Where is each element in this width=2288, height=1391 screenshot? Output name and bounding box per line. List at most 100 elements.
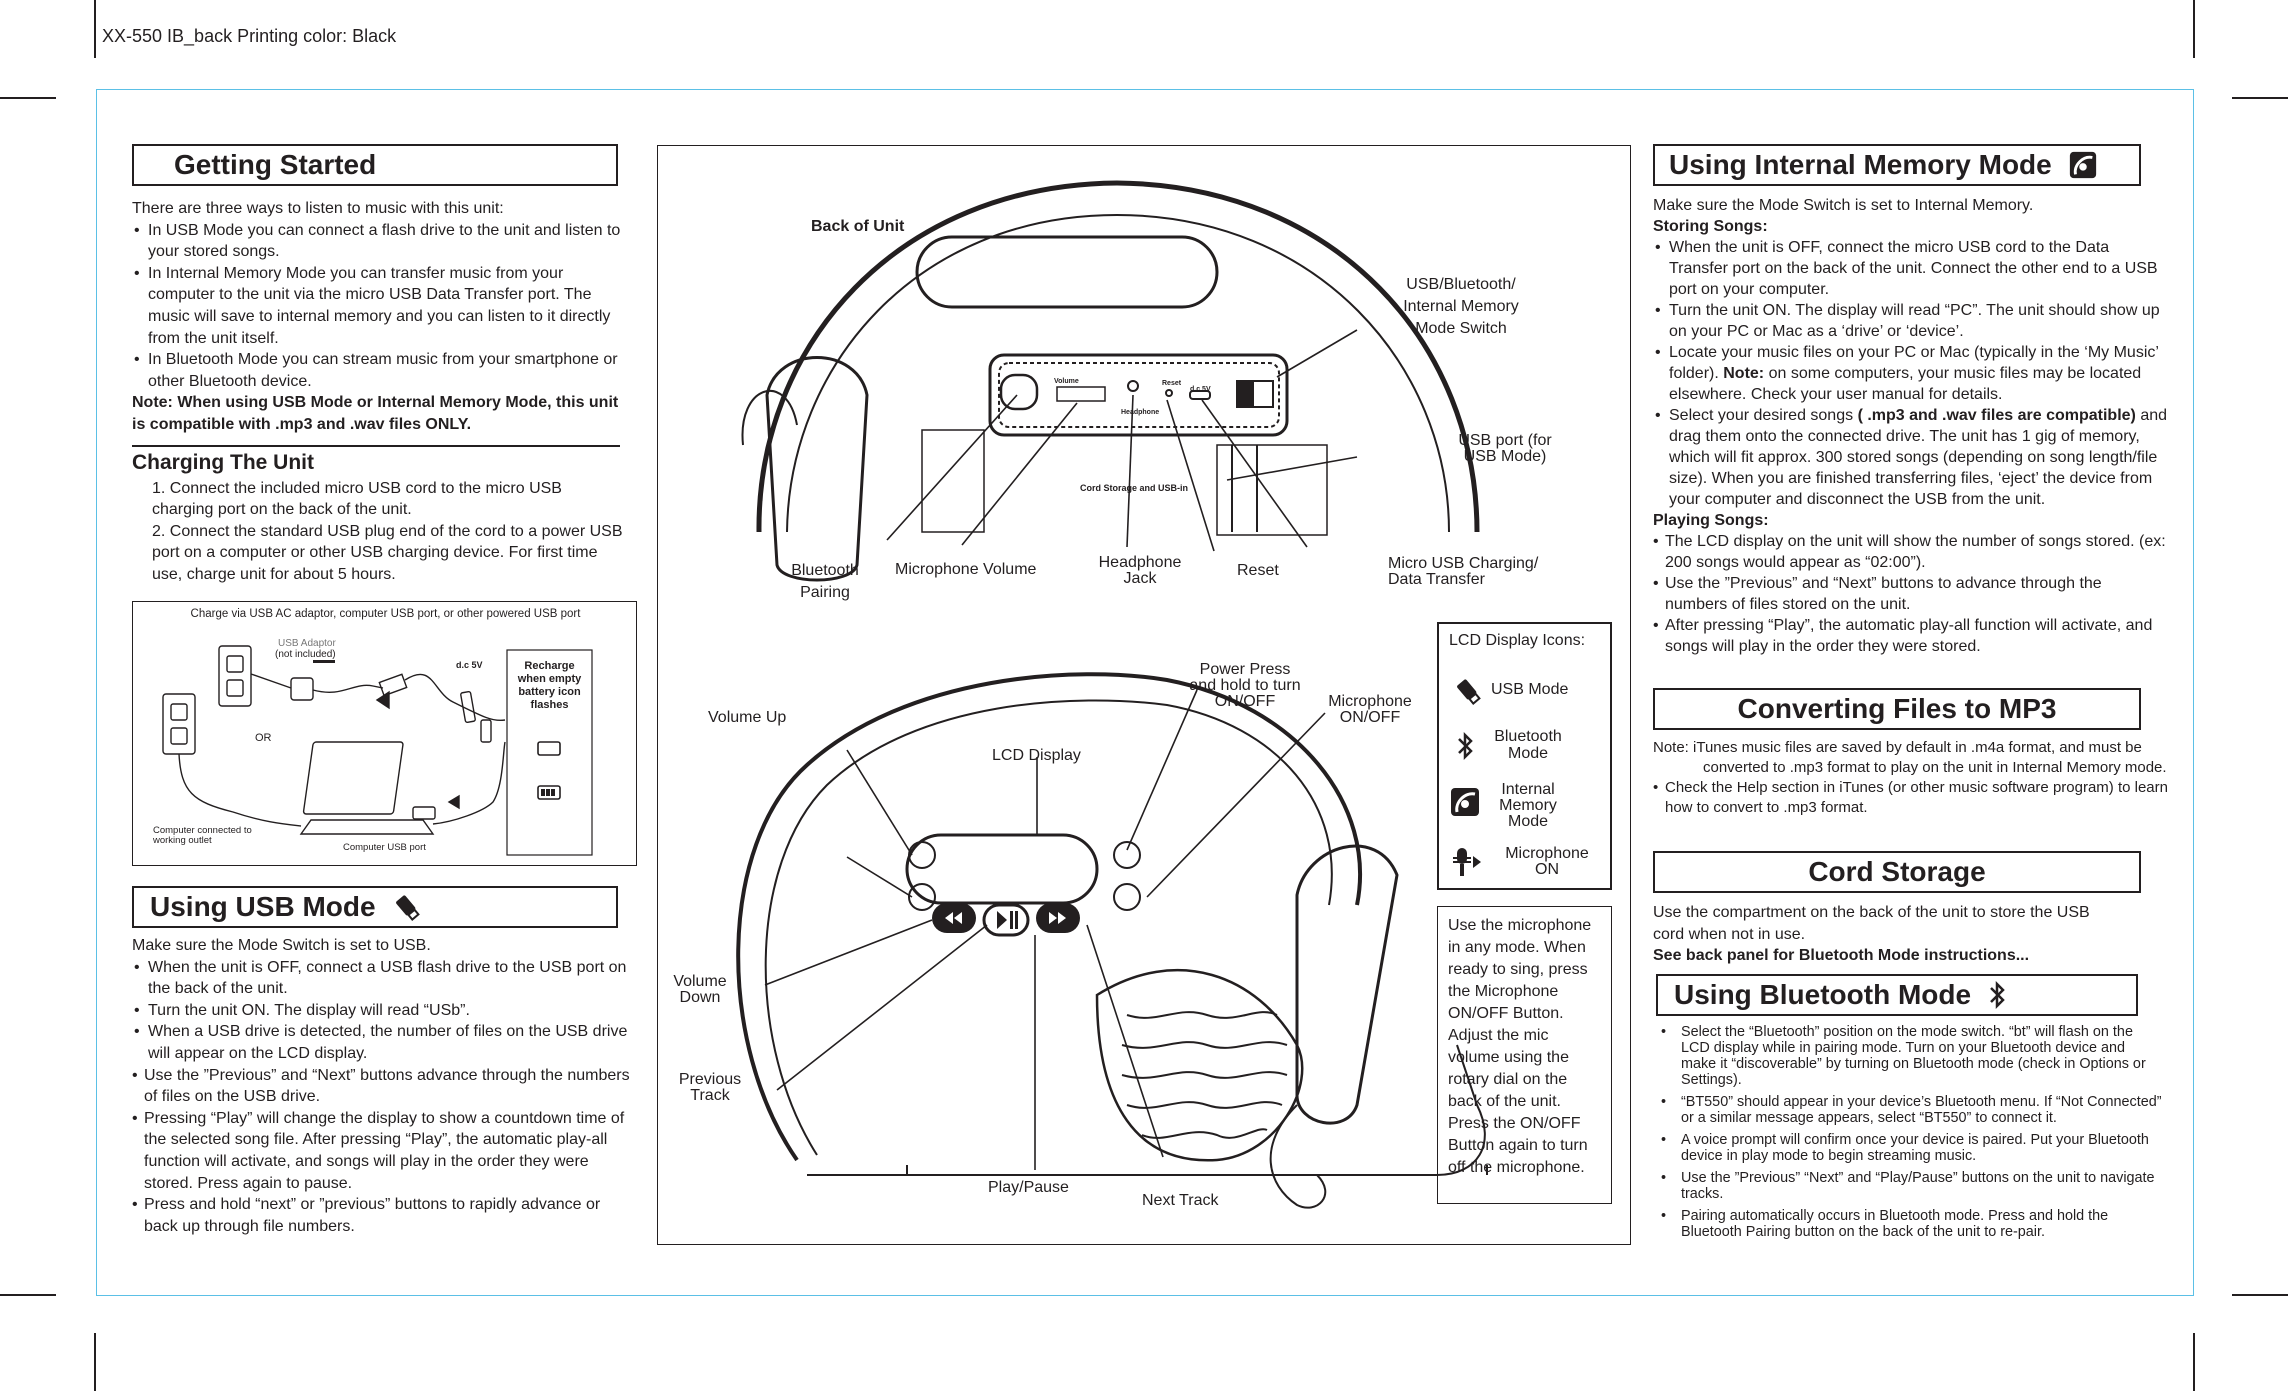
compat-note: Note: When using USB Mode or Internal Me… xyxy=(132,394,619,433)
headphone-label: Headphone Jack xyxy=(1098,554,1182,587)
divider xyxy=(132,445,620,447)
internal-memory-title: Using Internal Memory Mode xyxy=(1669,149,2052,180)
cord-storage-section: Use the compartment on the back of the u… xyxy=(1653,902,2123,967)
mp3-heading: Converting Files to MP3 xyxy=(1653,688,2141,730)
mp3-section: Note: iTunes music files are saved by de… xyxy=(1653,738,2168,818)
crop-mark xyxy=(2193,1333,2195,1391)
list-item: The LCD display on the unit will show th… xyxy=(1653,531,2168,573)
panel-volume-label: Volume xyxy=(1054,378,1079,385)
lcd-icon-label: Internal Memory Mode xyxy=(1499,781,1557,830)
charging-illustration xyxy=(162,645,593,856)
mp3-title: Converting Files to MP3 xyxy=(1737,693,2057,724)
list-item: After pressing “Play”, the automatic pla… xyxy=(1653,615,2168,657)
list-item: Select the “Bluetooth” position on the m… xyxy=(1659,1024,2163,1088)
list-item: Pressing “Play” will change the display … xyxy=(132,1108,632,1194)
list-item: When a USB drive is detected, the number… xyxy=(132,1021,632,1064)
list-item: Use the ”Previous” “Next” and “Play/Paus… xyxy=(1659,1170,2163,1202)
cord-storage-title: Cord Storage xyxy=(1808,856,1986,887)
back-of-unit-title: Back of Unit xyxy=(811,218,905,235)
computer-port-label: Computer USB port xyxy=(343,842,426,853)
cord-storage-panel-label: Cord Storage and USB-in xyxy=(1080,483,1189,493)
getting-started-section: There are three ways to listen to music … xyxy=(132,198,624,436)
recharge-label: Recharge when empty battery icon flashes xyxy=(517,660,582,711)
cord-storage-text: Use the compartment on the back of the u… xyxy=(1653,904,2090,943)
list-item: “BT550” should appear in your device’s B… xyxy=(1659,1094,2163,1126)
mic-onoff-label: Microphone ON/OFF xyxy=(1328,693,1412,726)
internal-memory-icon xyxy=(2069,151,2096,179)
list-item: In USB Mode you can connect a flash driv… xyxy=(132,220,624,263)
list-item: 1. Connect the included micro USB cord t… xyxy=(152,479,562,519)
list-item: Select your desired songs ( .mp3 and .wa… xyxy=(1653,405,2168,510)
mp3-note: Note: iTunes music files are saved by de… xyxy=(1653,739,2167,776)
internal-memory-icon xyxy=(1451,788,1479,816)
list-item: In Internal Memory Mode you can transfer… xyxy=(132,263,624,349)
list-item: Turn the unit ON. The display will read … xyxy=(132,1000,632,1022)
bluetooth-title: Using Bluetooth Mode xyxy=(1674,979,1972,1010)
bluetooth-icon xyxy=(1990,980,2005,1010)
micro-usb-label: Micro USB Charging/ Data Transfer xyxy=(1388,555,1539,588)
list-item: Turn the unit ON. The display will read … xyxy=(1653,300,2168,342)
panel-reset-label: Reset xyxy=(1162,380,1182,387)
list-item: Pairing automatically occurs in Bluetoot… xyxy=(1659,1208,2163,1240)
usb-mode-heading: Using USB Mode xyxy=(132,886,618,928)
mode-switch-label: USB/Bluetooth/ Internal Memory Mode Swit… xyxy=(1403,276,1519,337)
list-item: 2. Connect the standard USB plug end of … xyxy=(152,522,623,583)
usb-mode-intro: Make sure the Mode Switch is set to USB. xyxy=(132,937,431,954)
page-frame xyxy=(96,89,2194,1296)
usb-stick-icon xyxy=(1457,679,1481,705)
lcd-icons-title: LCD Display Icons: xyxy=(1449,632,1586,649)
panel-dc-label: d.c 5V xyxy=(1190,386,1211,393)
crop-mark xyxy=(0,1294,56,1296)
unit-diagram xyxy=(736,180,1488,1209)
list-item: When the unit is OFF, connect the micro … xyxy=(1653,237,2168,300)
dc-label: d.c 5V xyxy=(456,660,483,670)
bt-pairing-label: Bluetooth Pairing xyxy=(791,562,859,601)
bluetooth-section: Select the “Bluetooth” position on the m… xyxy=(1653,1024,2163,1246)
internal-memory-heading: Using Internal Memory Mode xyxy=(1653,144,2141,186)
lcd-icon-label: USB Mode xyxy=(1491,681,1569,698)
adaptor-label: USB Adaptor xyxy=(278,638,336,649)
next-track-label: Next Track xyxy=(1142,1192,1219,1209)
lcd-icon-label: Bluetooth Mode xyxy=(1494,728,1562,762)
crop-mark xyxy=(2232,97,2288,99)
crop-mark xyxy=(2232,1294,2288,1296)
or-label: OR xyxy=(255,732,272,744)
charging-section: Charging The Unit 1. Connect the include… xyxy=(132,452,624,586)
getting-started-title: Getting Started xyxy=(174,149,377,180)
cord-storage-heading: Cord Storage xyxy=(1653,851,2141,893)
microphone-icon xyxy=(1453,848,1481,876)
lcd-icons-box: LCD Display Icons: USB Mode Bluetooth Mo… xyxy=(1437,622,1612,890)
previous-track-label: Previous Track xyxy=(678,1071,742,1104)
list-item: Press and hold “next” or ”previous” butt… xyxy=(132,1194,632,1237)
cord-storage-bold: See back panel for Bluetooth Mode instru… xyxy=(1653,947,2030,965)
list-item: Use the ”Previous” and “Next” buttons to… xyxy=(1653,573,2168,615)
bluetooth-heading: Using Bluetooth Mode xyxy=(1656,974,2138,1016)
list-item: When the unit is OFF, connect a USB flas… xyxy=(132,957,632,1000)
charging-title: Charging The Unit xyxy=(132,451,314,474)
list-item: Locate your music files on your PC or Ma… xyxy=(1653,342,2168,405)
crop-mark xyxy=(0,97,56,99)
usb-stick-icon xyxy=(395,895,420,921)
internal-memory-section: Make sure the Mode Switch is set to Inte… xyxy=(1653,195,2168,657)
print-header: XX-550 IB_back Printing color: Black xyxy=(102,26,397,46)
computer-outlet-label: Computer connected to working outlet xyxy=(153,825,252,846)
adaptor-note: (not included) xyxy=(275,649,336,660)
play-pause-label: Play/Pause xyxy=(988,1179,1069,1196)
crop-mark xyxy=(94,1333,96,1391)
usb-mode-section: Make sure the Mode Switch is set to USB.… xyxy=(132,935,632,1237)
panel-headphone-label: Headphone xyxy=(1121,409,1160,416)
usb-mode-title: Using USB Mode xyxy=(150,891,376,922)
mic-note-box: Use the microphone in any mode. When rea… xyxy=(1437,906,1612,1204)
lcd-display-label: LCD Display xyxy=(992,747,1081,764)
volume-down-label: Volume Down xyxy=(673,973,727,1006)
mic-note-text: Use the microphone in any mode. When rea… xyxy=(1448,917,1592,1176)
power-label: Power Press and hold to turn ON/OFF xyxy=(1189,661,1301,710)
list-item: A voice prompt will confirm once your de… xyxy=(1659,1132,2163,1164)
playing-title: Playing Songs: xyxy=(1653,512,1769,529)
list-item: Use the ”Previous” and “Next” buttons ad… xyxy=(132,1065,632,1108)
getting-started-intro: There are three ways to listen to music … xyxy=(132,200,504,217)
crop-mark xyxy=(94,0,96,58)
reset-label: Reset xyxy=(1237,562,1279,579)
usb-port-label: USB port (for USB Mode) xyxy=(1458,432,1552,465)
storing-title: Storing Songs: xyxy=(1653,218,1768,235)
